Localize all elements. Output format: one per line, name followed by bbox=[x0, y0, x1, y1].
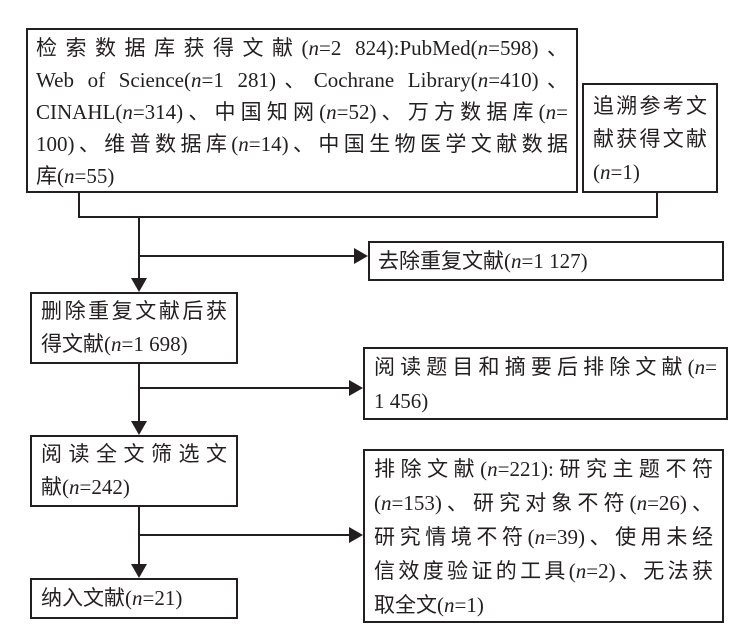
box-fulltext-excluded-reasons: 排除文献(n=221):研究主题不符(n=153)、研究对象不符(n=26)、研… bbox=[363, 449, 724, 623]
connector-merge-horizontal bbox=[78, 216, 658, 218]
box-duplicates-removed: 去除重复文献(n=1 127) bbox=[368, 241, 724, 281]
connector-search-down bbox=[78, 192, 80, 218]
connector-to-fulltext-excluded bbox=[139, 534, 349, 536]
arrowhead-down-icon bbox=[131, 421, 147, 435]
connector-to-title-abstract-excluded bbox=[139, 387, 349, 389]
arrowhead-right-icon bbox=[349, 527, 363, 543]
box-fulltext-screened: 阅读全文筛选文献(n=242) bbox=[30, 435, 238, 507]
connector-to-fulltext-screen bbox=[138, 364, 140, 422]
box-title-abstract-excluded: 阅读题目和摘要后排除文献(n=1 456) bbox=[363, 347, 728, 420]
arrowhead-right-icon bbox=[349, 380, 363, 396]
connector-to-after-dedup bbox=[138, 216, 140, 280]
box-studies-included: 纳入文献(n=21) bbox=[30, 578, 238, 619]
box-records-after-deduplication: 删除重复文献后获得文献(n=1 698) bbox=[30, 292, 238, 364]
connector-tracing-down bbox=[656, 192, 658, 218]
arrowhead-right-icon bbox=[354, 248, 368, 264]
arrowhead-down-icon bbox=[131, 564, 147, 578]
arrowhead-down-icon bbox=[131, 278, 147, 292]
connector-to-duplicates-removed bbox=[139, 255, 354, 257]
box-database-search-records: 检索数据库获得文献(n=2 824):PubMed(n=598)、Web of … bbox=[26, 28, 578, 193]
connector-to-included bbox=[138, 507, 140, 565]
box-reference-tracing-records: 追溯参考文献获得文献(n=1) bbox=[582, 83, 718, 193]
